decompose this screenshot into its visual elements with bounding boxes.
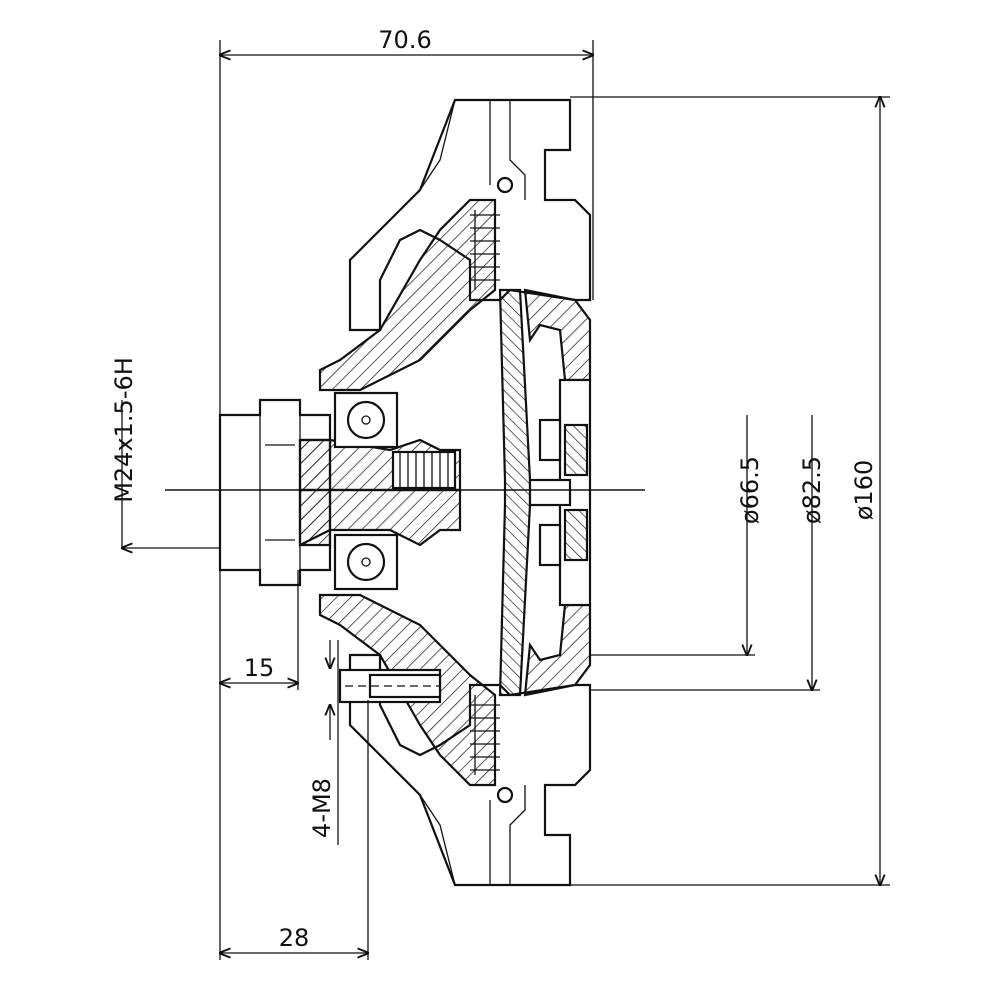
dim-label-bolt: 4-M8: [308, 778, 336, 838]
dim-label-160: ø160: [850, 460, 878, 521]
dim-diameter-160: ø160: [570, 97, 890, 885]
dim-label-overall: 70.6: [378, 26, 431, 54]
dim-length-28: 28: [220, 700, 368, 960]
dim-label-thread: M24x1.5-6H: [110, 357, 138, 503]
dim-label-66-5: ø66.5: [736, 456, 764, 524]
dim-overall-length: 70.6: [220, 26, 593, 415]
dim-thread: M24x1.5-6H: [110, 357, 220, 548]
dim-label-28: 28: [279, 924, 310, 952]
dim-bolt: 4-M8: [308, 640, 339, 845]
dim-label-82-5: ø82.5: [798, 456, 826, 524]
clutch-body: [218, 98, 592, 887]
dim-diameter-66-5: ø66.5: [590, 415, 764, 655]
dim-length-15: 15: [220, 570, 298, 960]
dim-diameter-82-5: ø82.5: [590, 415, 826, 690]
dim-label-15: 15: [244, 654, 275, 682]
